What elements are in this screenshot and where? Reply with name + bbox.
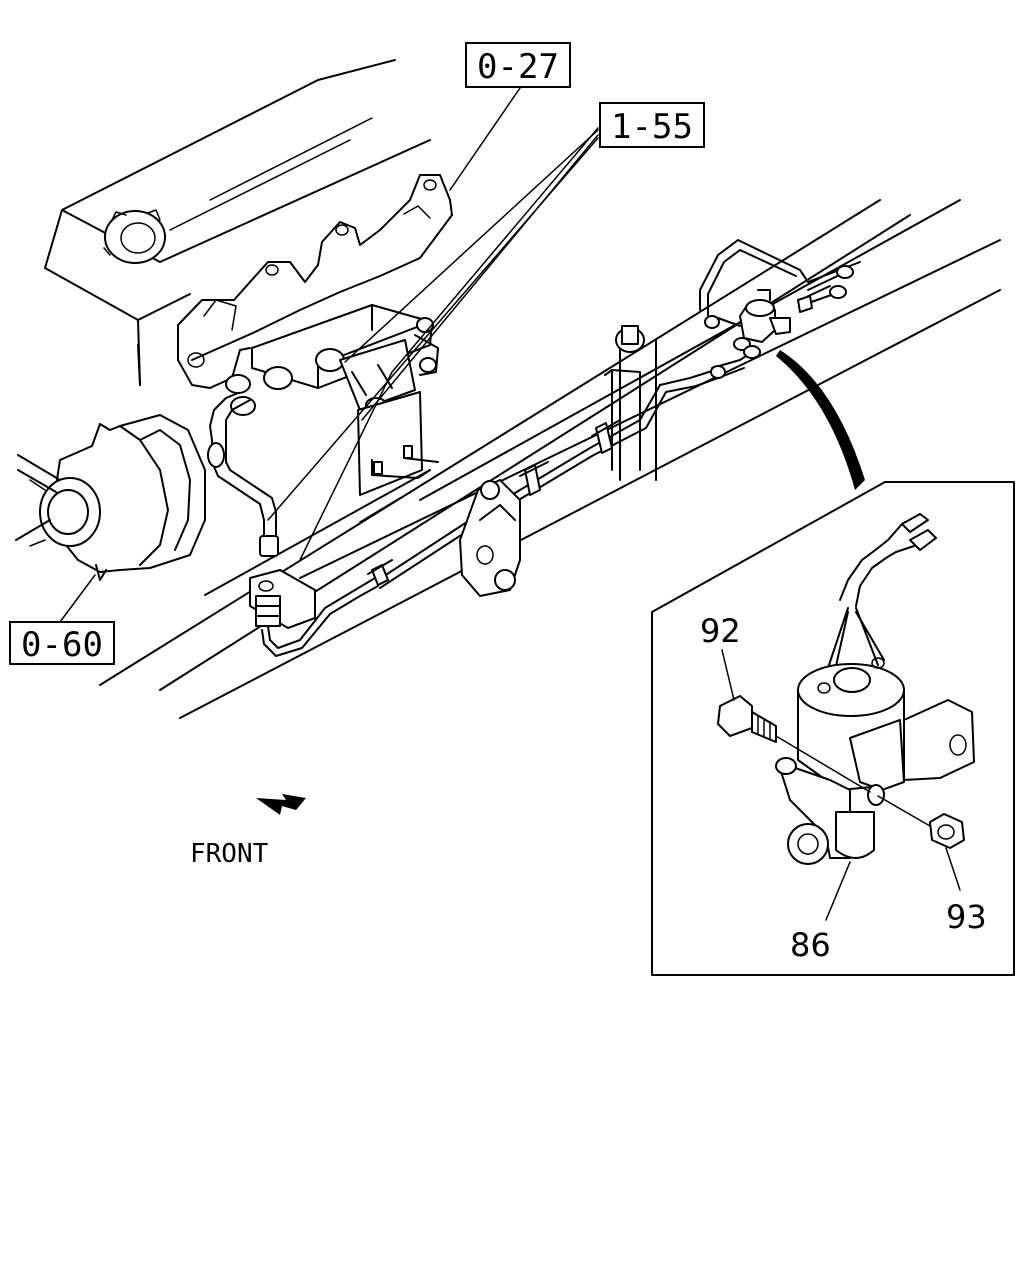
frame-post (604, 325, 657, 481)
part-number-93: 93 (946, 898, 987, 936)
exhaust-brake-valve (209, 304, 439, 496)
detail-inset: 92 93 86 (651, 481, 1015, 976)
part-number-92: 92 (700, 612, 741, 650)
air-pipe (207, 369, 719, 657)
front-label: FRONT (190, 839, 269, 869)
ref-label-1-55: 1-55 (611, 107, 693, 147)
ref-box-1-55: 1-55 (599, 102, 705, 148)
frame-rails (99, 199, 1001, 719)
front-direction-indicator: FRONT (190, 794, 306, 869)
ref-label-0-27: 0-27 (477, 47, 559, 87)
engine-block (44, 59, 431, 386)
nut-93 (877, 795, 965, 849)
leader-lines (59, 87, 599, 623)
ref-box-0-60: 0-60 (9, 621, 115, 665)
solenoid-valve-86 (775, 657, 975, 865)
ref-label-0-60: 0-60 (21, 625, 103, 665)
exhaust-manifold (177, 174, 453, 389)
rear-piping (699, 239, 861, 379)
ref-box-0-27: 0-27 (465, 42, 571, 88)
leader-86 (825, 861, 851, 921)
leader-93 (945, 847, 961, 891)
solenoid-wires (823, 513, 937, 685)
frame-crossmember (459, 479, 521, 597)
bolt-92 (717, 695, 871, 793)
alternator (15, 414, 206, 581)
detail-callout-arrow (776, 350, 865, 490)
front-arrow-icon (256, 794, 306, 815)
part-number-86: 86 (790, 926, 831, 964)
leader-92 (721, 649, 735, 701)
